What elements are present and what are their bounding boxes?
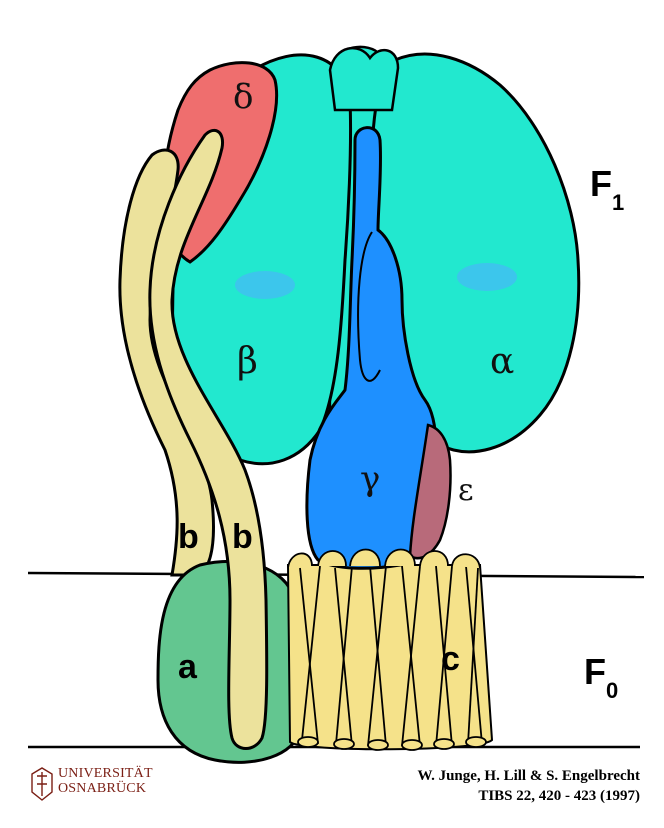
label-alpha: α bbox=[490, 341, 514, 382]
gamma-inner-fold bbox=[357, 231, 381, 382]
label-b-left: b bbox=[178, 518, 199, 556]
citation-authors: W. Junge, H. Lill & S. Engelbrecht bbox=[417, 768, 640, 784]
citation-reference: TIBS 22, 420 - 423 (1997) bbox=[478, 788, 640, 804]
beta-binding-site-icon bbox=[235, 271, 295, 299]
c-ring-bottom-caps bbox=[297, 736, 487, 751]
university-logo-text: UNIVERSITÄT OSNABRÜCK bbox=[58, 766, 153, 796]
university-logo-icon bbox=[31, 767, 53, 801]
label-a: a bbox=[178, 648, 198, 686]
label-beta: β bbox=[237, 341, 258, 382]
label-b-right: b bbox=[232, 518, 253, 556]
c-ring-body bbox=[286, 564, 494, 751]
b-stalk-right bbox=[148, 129, 269, 750]
c-ring-helices bbox=[299, 565, 483, 747]
label-f1-main: F bbox=[590, 163, 612, 204]
logo-line-1: UNIVERSITÄT bbox=[58, 766, 153, 781]
label-c: c bbox=[441, 640, 460, 678]
label-gamma: γ bbox=[360, 459, 380, 499]
label-delta: δ bbox=[233, 77, 253, 117]
label-epsilon: ε bbox=[458, 473, 474, 508]
label-f0-sub: 0 bbox=[606, 678, 618, 703]
label-f0-main: F bbox=[584, 651, 606, 692]
c-ring bbox=[286, 564, 494, 751]
alpha-binding-site-icon bbox=[457, 263, 517, 291]
epsilon-subunit bbox=[408, 423, 452, 560]
top-back-bump bbox=[328, 46, 400, 112]
logo-line-2: OSNABRÜCK bbox=[58, 781, 147, 796]
c-ring-top-loops bbox=[287, 548, 481, 569]
citation-block: W. Junge, H. Lill & S. Engelbrecht TIBS … bbox=[417, 766, 640, 806]
label-f1-sub: 1 bbox=[612, 190, 624, 215]
